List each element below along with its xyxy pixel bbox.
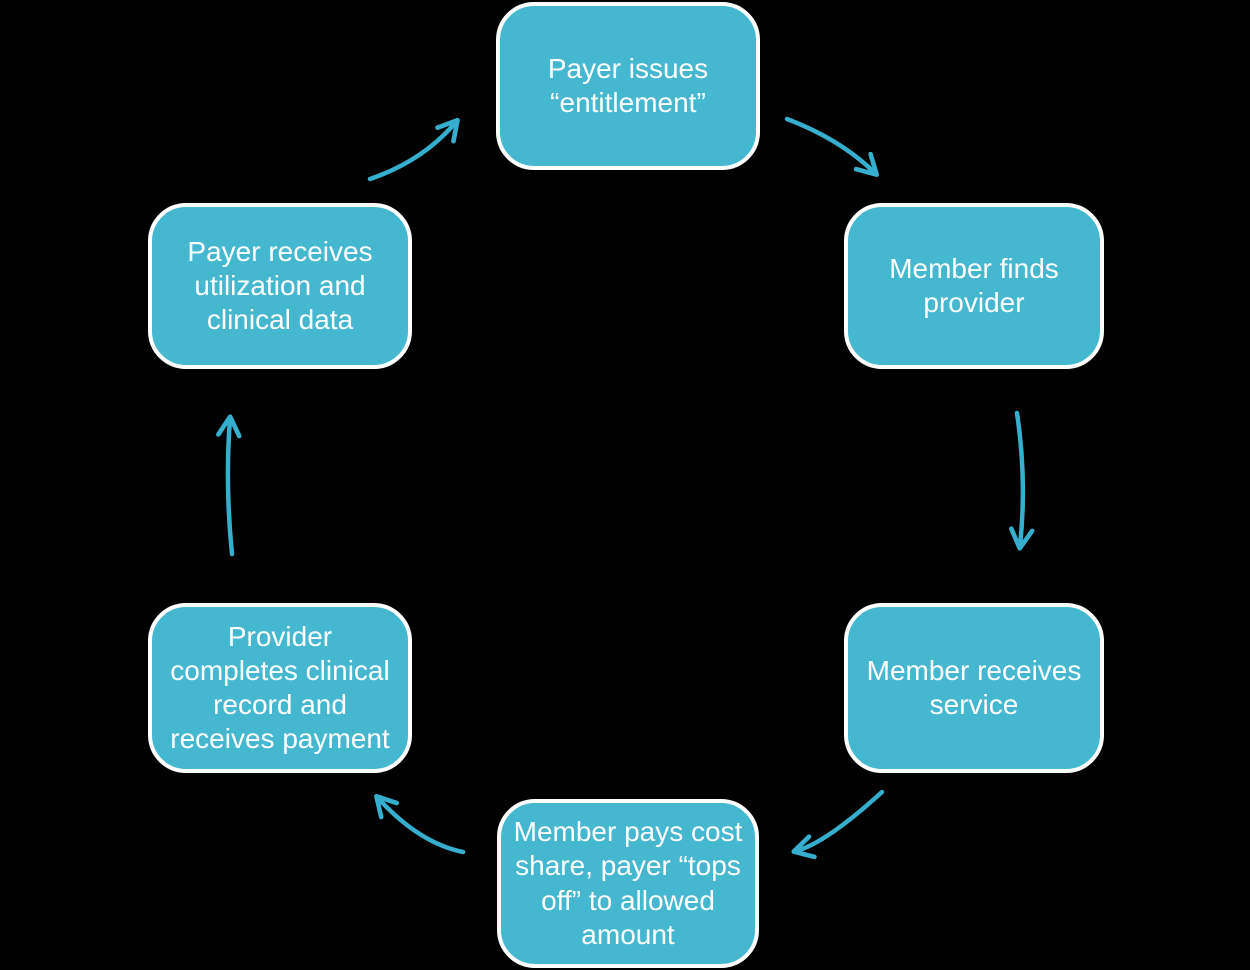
arrow-payer-issues-entitlement-to-member-finds-provider xyxy=(784,116,879,177)
arrow-provider-completes-record-to-payer-receives-data xyxy=(216,414,242,557)
arrow-payer-receives-data-to-payer-issues-entitlement xyxy=(367,117,460,182)
node-payer-receives-data: Payer receives utilization and clinical … xyxy=(148,203,412,369)
node-provider-completes-record: Provider completes clinical record and r… xyxy=(148,603,412,773)
arrow-member-pays-cost-share-to-provider-completes-record xyxy=(374,793,466,855)
node-label: Provider completes clinical record and r… xyxy=(170,620,390,755)
node-label: Member pays cost share, payer “tops off”… xyxy=(513,816,743,950)
node-member-receives-service: Member receives service xyxy=(844,603,1104,773)
arrow-member-finds-provider-to-member-receives-service xyxy=(1008,410,1035,551)
node-label: Member finds provider xyxy=(889,252,1059,318)
node-label: Member receives service xyxy=(866,654,1082,720)
node-member-finds-provider: Member finds provider xyxy=(844,203,1104,369)
node-payer-issues-entitlement: Payer issues “entitlement” xyxy=(496,2,760,170)
arrow-member-receives-service-to-member-pays-cost-share xyxy=(791,789,885,860)
node-label: Payer issues “entitlement” xyxy=(547,52,709,118)
node-member-pays-cost-share: Member pays cost share, payer “tops off”… xyxy=(497,799,759,968)
node-label: Payer receives utilization and clinical … xyxy=(187,235,373,336)
